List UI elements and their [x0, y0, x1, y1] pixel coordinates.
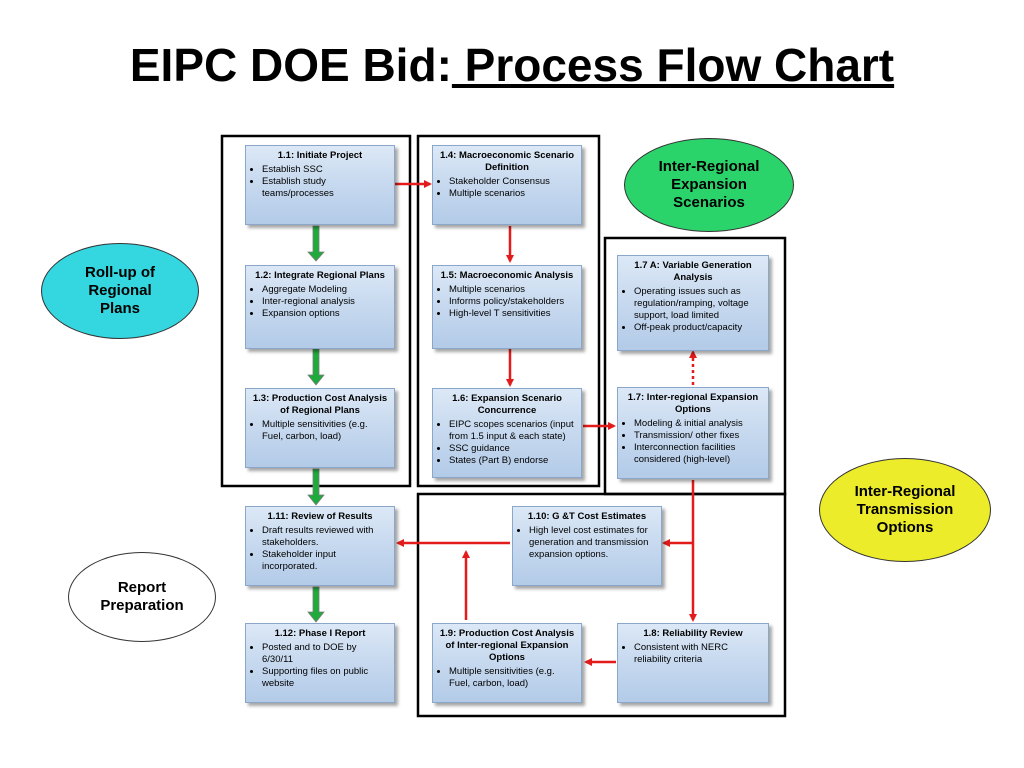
oval-rollup-regional-plans: Roll-up of Regional Plans: [41, 243, 199, 339]
process-1-9-production-cost-inter-regional: 1.9: Production Cost Analysis of Inter-r…: [432, 623, 582, 703]
process-1-10-gt-cost-estimates: 1.10: G &T Cost Estimates High level cos…: [512, 506, 662, 586]
process-1-8-reliability-review: 1.8: Reliability Review Consistent with …: [617, 623, 769, 703]
oval-report-preparation: Report Preparation: [68, 552, 216, 642]
title-main: EIPC DOE Bid:: [129, 39, 452, 91]
group-frame-macroeconomic: [416, 134, 601, 488]
page-title: EIPC DOE Bid: Process Flow Chart: [0, 38, 1024, 92]
red-arrows: [395, 180, 697, 666]
oval-inter-regional-expansion-scenarios: Inter-Regional Expansion Scenarios: [624, 138, 794, 232]
process-1-4-macroeconomic-scenario-definition: 1.4: Macroeconomic Scenario Definition S…: [432, 145, 582, 225]
process-1-7a-variable-generation-analysis: 1.7 A: Variable Generation Analysis Oper…: [617, 255, 769, 351]
group-frame-evaluation: [416, 492, 787, 718]
arrow-1-2-to-1-3: [307, 348, 325, 386]
arrow-1-1-to-1-2: [307, 225, 325, 262]
arrow-1-3-to-1-11: [307, 468, 325, 506]
process-1-1-initiate-project: 1.1: Initiate Project Establish SSCEstab…: [245, 145, 395, 225]
process-1-12-phase-i-report: 1.12: Phase I Report Posted and to DOE b…: [245, 623, 395, 703]
green-arrows: [307, 225, 325, 623]
process-1-6-expansion-scenario-concurrence: 1.6: Expansion Scenario Concurrence EIPC…: [432, 388, 582, 478]
title-subtitle: Process Flow Chart: [451, 39, 895, 91]
process-1-5-macroeconomic-analysis: 1.5: Macroeconomic Analysis Multiple sce…: [432, 265, 582, 349]
arrow-1-11-to-1-12: [307, 586, 325, 623]
process-1-3-production-cost-analysis: 1.3: Production Cost Analysis of Regiona…: [245, 388, 395, 468]
oval-inter-regional-transmission-options: Inter-Regional Transmission Options: [819, 458, 991, 562]
process-1-2-integrate-regional-plans: 1.2: Integrate Regional Plans Aggregate …: [245, 265, 395, 349]
process-1-11-review-of-results: 1.11: Review of Results Draft results re…: [245, 506, 395, 586]
process-1-7-inter-regional-expansion-options: 1.7: Inter-regional Expansion Options Mo…: [617, 387, 769, 479]
